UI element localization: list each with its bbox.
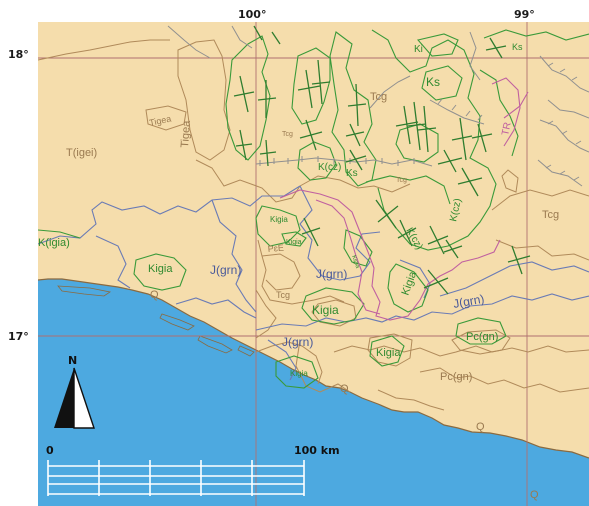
unit-label: PɛE bbox=[267, 243, 284, 254]
unit-label: Ks bbox=[512, 42, 523, 52]
unit-label: Tcg bbox=[396, 177, 407, 184]
unit-label: Ks bbox=[426, 75, 440, 89]
map-frame[interactable]: T(igei) Tigea Tigea Q Q Q Q Tcg Tcg Tcg … bbox=[38, 22, 589, 506]
scale-bar-zero-label: 0 bbox=[46, 444, 54, 457]
unit-label: J(grn) bbox=[282, 335, 313, 349]
unit-label: Kigia bbox=[286, 239, 302, 246]
unit-label: TR bbox=[500, 121, 514, 136]
north-arrow[interactable]: N bbox=[54, 354, 95, 429]
unit-label: Q bbox=[530, 489, 539, 501]
unit-label: T(igei) bbox=[66, 147, 97, 159]
unit-label: Kigia bbox=[350, 255, 360, 270]
unit-label: Tcg bbox=[282, 131, 293, 138]
latitude-label-18: 18° bbox=[8, 48, 29, 61]
geologic-map[interactable]: T(igei) Tigea Tigea Q Q Q Q Tcg Tcg Tcg … bbox=[38, 22, 589, 506]
jurassic-contacts bbox=[38, 185, 589, 381]
unit-label: K(igia) bbox=[38, 237, 70, 249]
unit-label: Tcg bbox=[542, 209, 559, 221]
longitude-label-99: 99° bbox=[514, 8, 535, 21]
scale-bar[interactable]: 0 100 km bbox=[46, 444, 340, 496]
unit-label: Pc(gn) bbox=[440, 371, 472, 383]
unit-label: Ki bbox=[414, 44, 423, 55]
unit-label: Tcg bbox=[370, 91, 387, 103]
longitude-label-100: 100° bbox=[238, 8, 267, 21]
unit-label: J(grn) bbox=[316, 267, 347, 281]
river-hatches bbox=[259, 62, 582, 181]
north-arrow-left-half bbox=[54, 368, 74, 428]
unit-label: Q bbox=[476, 421, 485, 433]
faults bbox=[279, 77, 529, 321]
unit-label: Pc(gn) bbox=[466, 331, 498, 343]
unit-label: K(cz) bbox=[318, 162, 341, 173]
graticule bbox=[38, 22, 589, 506]
structure-symbols bbox=[233, 25, 531, 295]
unit-label: Kigia bbox=[148, 263, 173, 275]
unit-label: Kigia bbox=[376, 347, 401, 359]
latitude-label-17: 17° bbox=[8, 330, 29, 343]
unit-label: J(grn) bbox=[452, 292, 485, 311]
unit-label: Tigea bbox=[148, 114, 172, 128]
unit-label: Q bbox=[150, 289, 159, 301]
unit-label: Kigia bbox=[290, 369, 308, 378]
north-arrow-label: N bbox=[68, 354, 77, 367]
cretaceous-contacts bbox=[38, 29, 589, 389]
unit-label: Tigea bbox=[179, 119, 193, 148]
unit-label: Kigia bbox=[312, 303, 339, 317]
tertiary-contacts bbox=[38, 39, 589, 411]
unit-label: Tcg bbox=[276, 290, 290, 300]
scale-bar-end-label: 100 km bbox=[294, 444, 340, 457]
north-arrow-right-half bbox=[73, 367, 95, 429]
unit-label: J(grn) bbox=[210, 263, 241, 277]
unit-label: Ks bbox=[346, 168, 358, 179]
unit-label: Q bbox=[340, 383, 349, 395]
lagoons bbox=[57, 285, 255, 357]
coastline bbox=[38, 278, 589, 459]
unit-label: K(cz) bbox=[448, 198, 464, 223]
unit-label: Kigia bbox=[270, 215, 288, 224]
land bbox=[38, 22, 589, 458]
